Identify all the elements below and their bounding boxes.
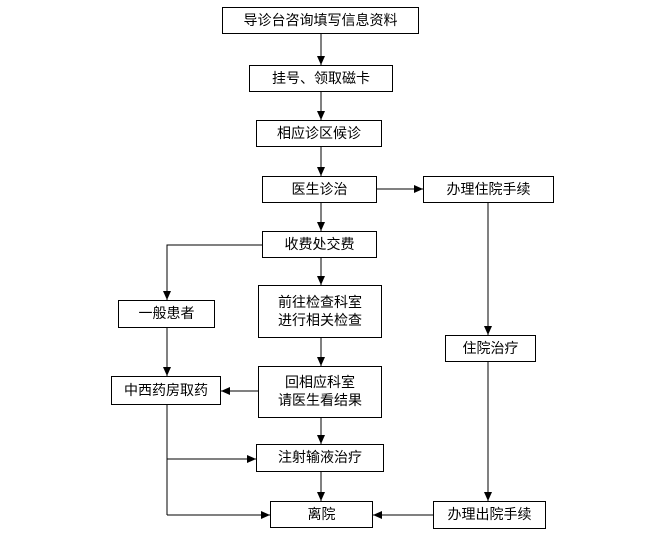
box-infusion-label: 注射输液治疗: [278, 450, 362, 466]
box-leave: 离院: [270, 501, 373, 528]
box-general-patient-label: 一般患者: [138, 306, 195, 322]
box-pay-fee-label: 收费处交费: [284, 236, 355, 253]
box-doctor-treat: 医生诊治: [262, 176, 377, 203]
box-hospitalized-label: 住院治疗: [462, 340, 519, 357]
box-guide-desk-label: 导诊台咨询填写信息资料: [243, 12, 398, 29]
box-guide-desk: 导诊台咨询填写信息资料: [222, 7, 419, 34]
box-admission: 办理住院手续: [423, 176, 554, 203]
box-pharmacy-label: 中西药房取药: [124, 382, 208, 399]
box-wait-area: 相应诊区候诊: [256, 120, 382, 147]
box-leave-label: 离院: [307, 506, 336, 523]
box-infusion: 注射输液治疗: [256, 444, 384, 472]
box-exam-line2: 进行相关检查: [278, 312, 362, 329]
box-return-line1: 回相应科室: [285, 375, 355, 391]
box-exam: 前往检查科室 进行相关检查: [258, 285, 382, 338]
box-pharmacy: 中西药房取药: [111, 376, 221, 405]
box-admission-label: 办理住院手续: [446, 181, 531, 198]
box-return-line2: 请医生看结果: [278, 393, 362, 409]
box-exam-line1: 前往检查科室: [278, 294, 362, 311]
box-pay-fee: 收费处交费: [262, 231, 377, 258]
box-register: 挂号、领取磁卡: [249, 65, 393, 92]
box-discharge: 办理出院手续: [433, 501, 546, 529]
box-doctor-treat-label: 医生诊治: [291, 181, 348, 198]
box-hospitalized: 住院治疗: [445, 335, 536, 362]
box-general-patient: 一般患者: [118, 300, 215, 328]
box-return: 回相应科室 请医生看结果: [258, 366, 382, 418]
box-discharge-label: 办理出院手续: [447, 507, 532, 523]
box-register-label: 挂号、领取磁卡: [272, 70, 370, 87]
box-wait-area-label: 相应诊区候诊: [277, 125, 361, 142]
arrow-pay-to-general: [163, 244, 262, 300]
